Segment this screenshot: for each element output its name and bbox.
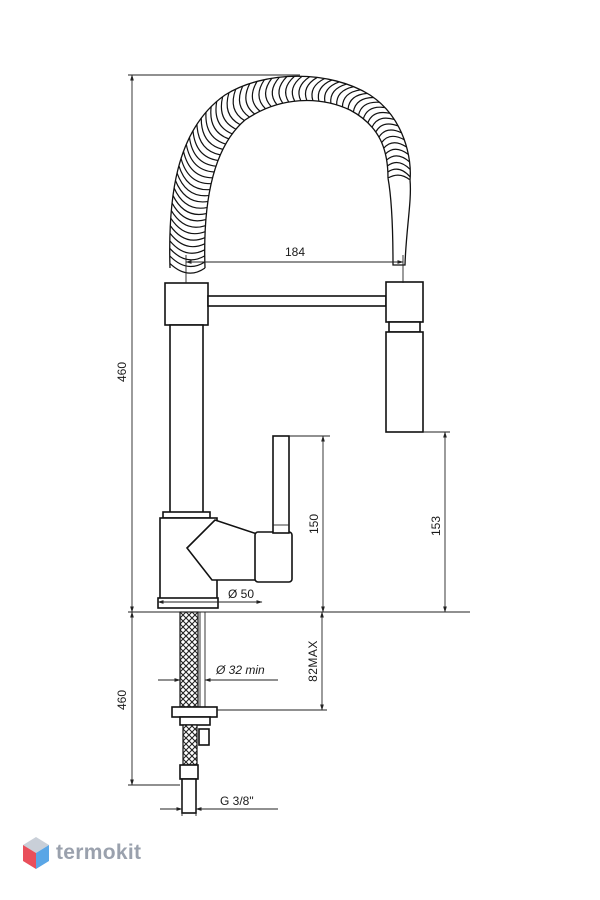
coil-ring	[215, 101, 233, 135]
coil-ring	[170, 210, 206, 228]
coil-ring	[170, 217, 206, 235]
dim-total-height: 460	[115, 362, 129, 382]
coil-ring	[238, 85, 250, 118]
coil-ring	[381, 135, 405, 143]
dim-base-diameter: Ø 50	[228, 587, 254, 601]
coil-ring	[362, 106, 386, 119]
fixing-washer	[179, 716, 211, 726]
brand-logo: termokit	[22, 836, 141, 870]
dim-spout-height: 153	[429, 516, 443, 536]
dim-hole-diameter: Ø 32 min	[215, 663, 265, 677]
coil-ring	[172, 195, 207, 216]
dim-spout-reach: 184	[285, 245, 305, 259]
coil-ring	[188, 137, 216, 167]
coil-ring	[185, 144, 215, 173]
spray-collar	[385, 281, 424, 323]
coil-ring	[367, 111, 391, 123]
spout-arm	[207, 295, 387, 307]
coil-ring	[311, 77, 325, 101]
coil-ring	[220, 96, 237, 130]
handle-knob	[254, 531, 293, 583]
coil-ring	[169, 263, 206, 274]
hose-nut	[179, 764, 199, 780]
coil-ring	[352, 96, 374, 113]
coil-ring	[169, 247, 206, 261]
coil-ring	[264, 77, 273, 108]
dim-hose-length: 460	[115, 690, 129, 710]
coil-ring	[285, 75, 295, 103]
coil-ring	[169, 232, 205, 248]
coil-ring	[304, 76, 318, 101]
fixing-nut	[171, 706, 218, 718]
coil-ring	[251, 81, 261, 112]
coil-ring	[226, 92, 241, 126]
coil-ring	[347, 92, 368, 110]
coil-ring	[196, 124, 221, 156]
coil-ring	[330, 83, 347, 104]
coil-ring	[173, 187, 208, 209]
dim-thread: G 3/8"	[220, 794, 254, 808]
coil-ring	[258, 79, 266, 110]
dim-max-deck: 82MAX	[306, 640, 320, 682]
spring-coil	[169, 75, 411, 274]
coil-ring	[278, 76, 288, 104]
spray-head	[385, 331, 424, 433]
coil-ring	[341, 89, 361, 107]
column-body	[169, 324, 204, 516]
coil-ring	[378, 129, 402, 138]
lever-handle	[272, 435, 290, 534]
coil-ring	[169, 240, 205, 254]
braided-hose-lower	[182, 724, 198, 766]
brand-name: termokit	[56, 841, 142, 864]
coil-ring	[171, 202, 207, 222]
coil-ring	[323, 81, 340, 103]
coil-ring	[387, 174, 411, 181]
coil-ring	[385, 148, 409, 155]
coil-ring	[210, 106, 229, 140]
coil-ring	[176, 172, 209, 197]
coil-ring	[371, 117, 395, 128]
coil-ring	[383, 142, 407, 149]
under-deck-assembly	[171, 611, 218, 814]
base-plate	[157, 597, 219, 609]
faucet-body	[157, 281, 424, 609]
coil-ring	[387, 161, 411, 170]
spray-head-ring	[388, 321, 421, 333]
coil-ring	[386, 155, 410, 163]
coil-ring	[298, 76, 310, 101]
coil-ring	[178, 165, 210, 191]
coil-ring	[245, 83, 256, 115]
coil-ring	[182, 151, 213, 179]
spray-hose	[387, 177, 412, 266]
coil-ring	[336, 86, 354, 105]
coil-ring	[205, 112, 226, 145]
coil-ring	[200, 118, 223, 150]
coil-ring	[375, 123, 399, 133]
brand-cube-icon	[23, 837, 49, 869]
hose-connector	[181, 778, 197, 814]
column-lower-collar	[162, 511, 211, 519]
coil-ring	[357, 101, 380, 116]
dim-handle-height: 150	[307, 514, 321, 534]
coil-ring	[192, 130, 219, 162]
coil-ring	[291, 75, 303, 102]
column-top-collar	[164, 282, 209, 326]
coil-ring	[317, 79, 333, 102]
braided-hose-upper	[179, 611, 199, 708]
coil-ring	[232, 88, 245, 122]
coil-ring	[271, 76, 280, 106]
coil-ring	[169, 225, 206, 241]
coil-ring	[180, 158, 212, 185]
coil-ring	[387, 168, 411, 178]
dimension-lines	[128, 74, 470, 816]
coil-ring	[174, 180, 208, 203]
